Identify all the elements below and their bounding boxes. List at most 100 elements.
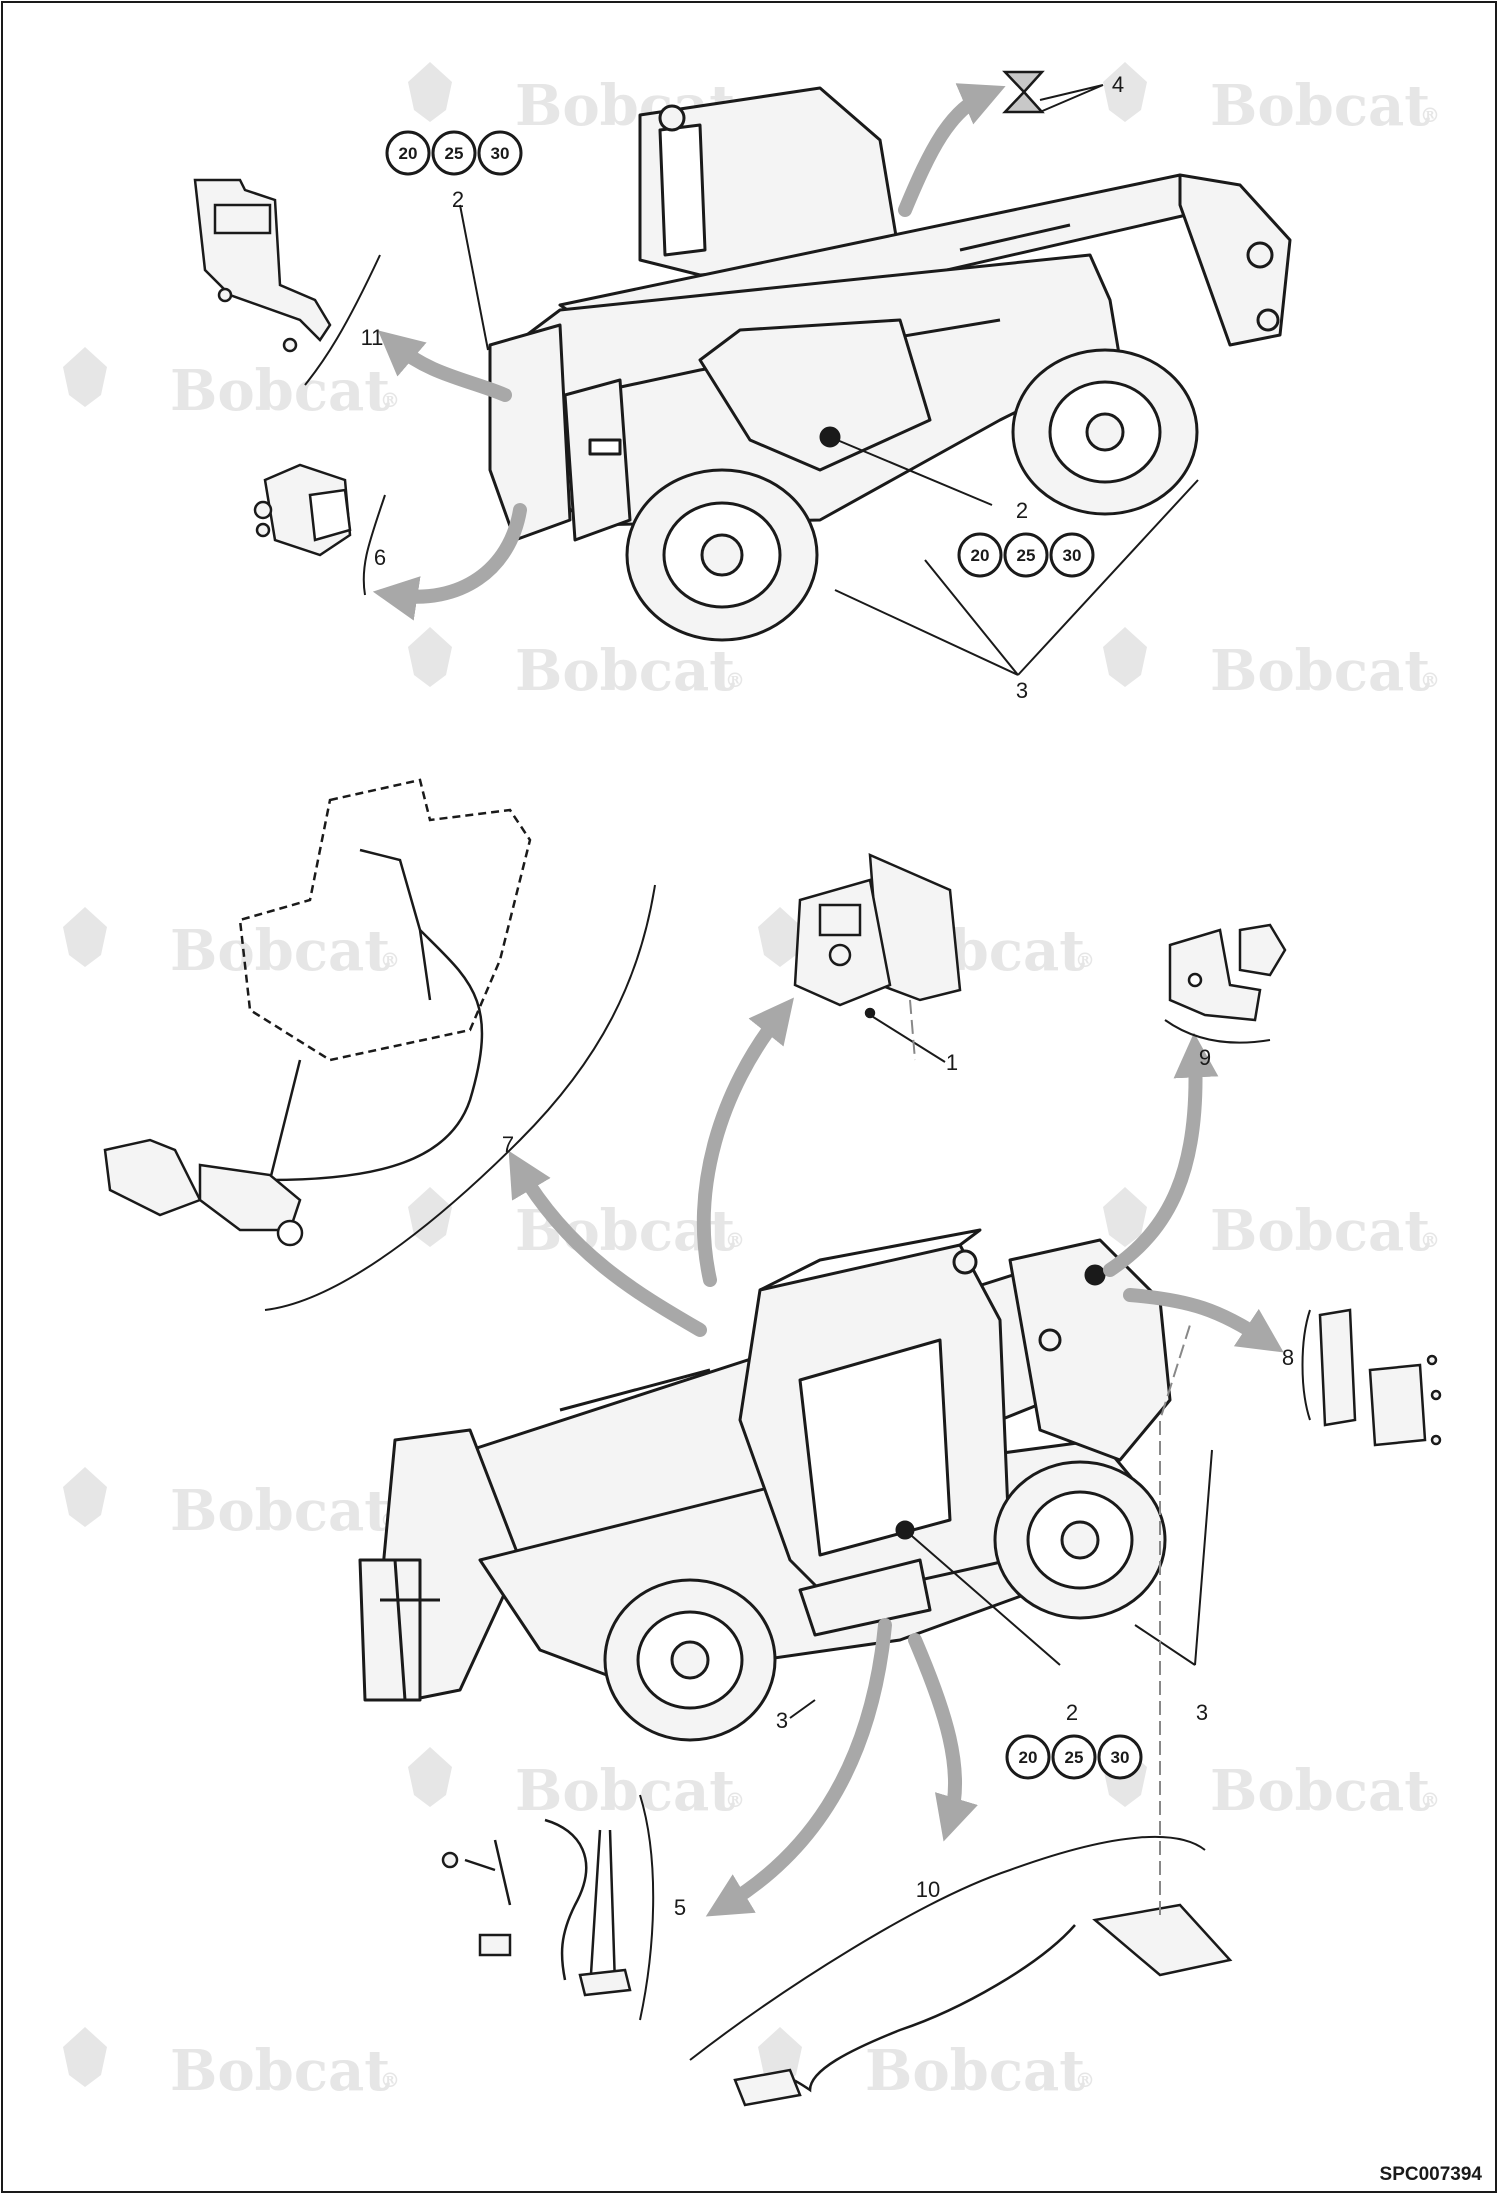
svg-text:®: ® bbox=[380, 948, 400, 972]
arrow-icon bbox=[372, 503, 527, 621]
svg-text:®: ® bbox=[1420, 668, 1440, 692]
badge-circle bbox=[1003, 532, 1049, 578]
svg-text:®: ® bbox=[380, 2068, 400, 2092]
bobcat-logo-icon bbox=[408, 1747, 452, 1807]
svg-text:Bobcat: Bobcat bbox=[170, 918, 390, 984]
svg-text:®: ® bbox=[1075, 2068, 1095, 2092]
bobcat-logo-icon bbox=[63, 1467, 107, 1527]
bobcat-logo-icon bbox=[758, 907, 802, 967]
svg-text:Bobcat: Bobcat bbox=[1210, 1758, 1430, 1824]
badge-circle bbox=[1051, 1734, 1097, 1780]
badge-circle bbox=[431, 130, 477, 176]
badge-circle bbox=[477, 130, 523, 176]
callout-2: 2 bbox=[1016, 498, 1028, 523]
part-item-4-icon bbox=[1002, 70, 1045, 114]
bobcat-logo-icon bbox=[1103, 1187, 1147, 1247]
bobcat-logo-icon bbox=[1103, 62, 1147, 122]
svg-text:Bobcat: Bobcat bbox=[865, 2038, 1085, 2104]
badge-label: 20 bbox=[971, 546, 990, 565]
bobcat-logo-icon bbox=[408, 1187, 452, 1247]
telehandler-rear-view bbox=[488, 86, 1292, 642]
badge-circle bbox=[1049, 532, 1095, 578]
bobcat-logo-icon bbox=[63, 907, 107, 967]
arrow-icon bbox=[696, 997, 794, 1287]
watermark: Bobcat ® bbox=[63, 907, 400, 984]
bobcat-logo-icon bbox=[408, 627, 452, 687]
arrow-icon bbox=[1123, 1288, 1284, 1353]
badge-label: 30 bbox=[1111, 1748, 1130, 1767]
svg-text:Bobcat: Bobcat bbox=[515, 1758, 735, 1824]
part-item-1-valve bbox=[793, 853, 962, 1019]
svg-text:Bobcat: Bobcat bbox=[1210, 638, 1430, 704]
bobcat-logo-icon bbox=[63, 347, 107, 407]
svg-text:®: ® bbox=[725, 668, 745, 692]
arrow-icon bbox=[508, 1150, 707, 1337]
arrow-icon bbox=[1103, 1032, 1219, 1277]
braces bbox=[264, 254, 1311, 2061]
drawing-number: SPC007394 bbox=[1380, 2164, 1483, 2185]
callout-8: 8 bbox=[1282, 1345, 1294, 1370]
svg-text:Bobcat: Bobcat bbox=[170, 2038, 390, 2104]
bobcat-logo-icon bbox=[1103, 627, 1147, 687]
svg-text:®: ® bbox=[725, 1228, 745, 1252]
callout-6: 6 bbox=[374, 545, 386, 570]
svg-text:®: ® bbox=[1420, 1788, 1440, 1812]
badge-label: 30 bbox=[491, 144, 510, 163]
callout-7: 7 bbox=[502, 1132, 514, 1157]
badge-circle bbox=[957, 532, 1003, 578]
part-item-7-harness bbox=[103, 778, 532, 1247]
callout-2: 2 bbox=[452, 187, 464, 212]
badge-label: 25 bbox=[1017, 546, 1036, 565]
arrow-icon bbox=[377, 330, 512, 402]
watermark: Bobcat ® bbox=[408, 1747, 745, 1824]
leader-lines bbox=[459, 84, 1213, 1915]
watermark: Bobcat ® bbox=[758, 2027, 1095, 2104]
callout-10: 10 bbox=[916, 1877, 940, 1902]
badge-circle bbox=[1005, 1734, 1051, 1780]
badge-circle bbox=[385, 130, 431, 176]
watermark: Bobcat ® bbox=[1103, 62, 1440, 139]
part-item-8-panel bbox=[1318, 1308, 1442, 1447]
svg-text:Bobcat: Bobcat bbox=[1210, 73, 1430, 139]
part-item-11-bracket bbox=[193, 178, 332, 353]
badge-label: 20 bbox=[399, 144, 418, 163]
callout-3: 3 bbox=[1016, 678, 1028, 703]
callout-5: 5 bbox=[674, 1895, 686, 1920]
badge-circle bbox=[1097, 1734, 1143, 1780]
part-item-5-harness bbox=[441, 1818, 632, 1997]
badge-label: 30 bbox=[1063, 546, 1082, 565]
callout-2: 2 bbox=[1066, 1700, 1078, 1725]
part-item-9-bracket bbox=[1168, 923, 1287, 1022]
watermark: Bobcat ® bbox=[1103, 627, 1440, 704]
telehandler-front-view bbox=[358, 1228, 1172, 1742]
arrow-layer bbox=[372, 83, 1284, 1917]
svg-text:Bobcat: Bobcat bbox=[1210, 1198, 1430, 1264]
callout-4: 4 bbox=[1112, 72, 1124, 97]
badge-label: 25 bbox=[1065, 1748, 1084, 1767]
bobcat-logo-icon bbox=[63, 2027, 107, 2087]
bobcat-logo-icon bbox=[408, 62, 452, 122]
watermark: Bobcat ® bbox=[63, 347, 400, 424]
arrow-icon bbox=[898, 83, 1006, 217]
svg-text:Bobcat: Bobcat bbox=[170, 1478, 390, 1544]
svg-text:®: ® bbox=[1075, 948, 1095, 972]
callout-11: 11 bbox=[361, 325, 384, 350]
callout-3: 3 bbox=[1196, 1700, 1208, 1725]
arrow-icon bbox=[705, 1618, 892, 1917]
watermark: Bobcat ® bbox=[1103, 1187, 1440, 1264]
svg-text:Bobcat: Bobcat bbox=[515, 638, 735, 704]
part-item-6-sensor bbox=[253, 463, 352, 557]
callout-3: 3 bbox=[776, 1708, 788, 1733]
watermark: Bobcat ® bbox=[1103, 1747, 1440, 1824]
svg-text:®: ® bbox=[380, 388, 400, 412]
watermark: Bobcat ® bbox=[63, 2027, 400, 2104]
variant-badges: 20 25 30 20 25 30 20 25 30 bbox=[385, 130, 1143, 1780]
callout-1: 1 bbox=[946, 1050, 958, 1075]
callout-labels: 1 2 2 2 3 3 3 4 5 6 7 8 9 10 11 bbox=[361, 72, 1295, 1920]
badge-label: 20 bbox=[1019, 1748, 1038, 1767]
variant-badge-group: 20 25 30 bbox=[1005, 1734, 1143, 1780]
part-item-10-harness bbox=[733, 1903, 1233, 2107]
watermark: Bobcat ® bbox=[63, 1467, 400, 1544]
